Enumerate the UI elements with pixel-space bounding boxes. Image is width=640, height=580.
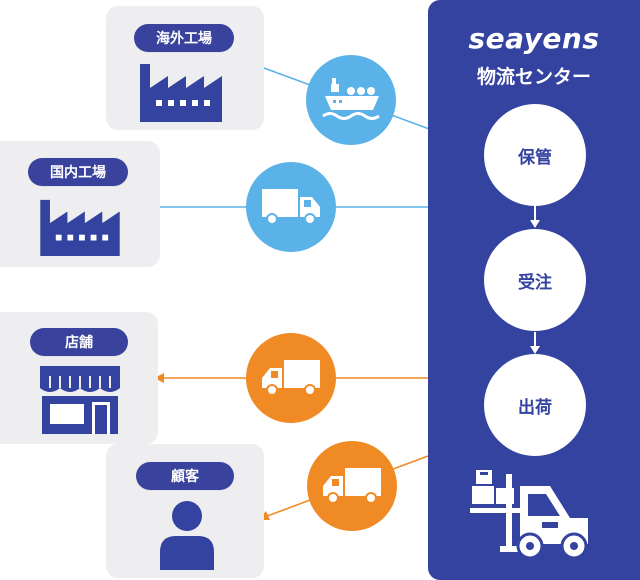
process-order: 受注 <box>484 229 586 331</box>
factory-icon <box>40 199 120 256</box>
customer-label: 顧客 <box>136 462 234 490</box>
person-icon <box>160 501 214 570</box>
domestic-factory-label: 国内工場 <box>28 158 128 186</box>
process-arrowhead <box>530 346 540 354</box>
truck-icon <box>262 189 320 225</box>
factory-icon <box>140 64 222 122</box>
process-arrowhead <box>530 220 540 228</box>
truck-inbound-circle <box>246 162 336 252</box>
ship-icon <box>322 78 380 120</box>
truck-icon <box>262 360 320 396</box>
store-icon <box>40 366 120 434</box>
overseas-factory-label: 海外工場 <box>134 24 234 52</box>
outbound-arrowhead-store <box>154 373 164 383</box>
truck-customer-circle <box>307 441 397 531</box>
brand-subtitle: 物流センター <box>476 66 591 88</box>
truck-store-circle <box>246 333 336 423</box>
process-storage: 保管 <box>484 104 586 206</box>
store-label: 店舗 <box>30 328 128 356</box>
ship-circle <box>306 55 396 145</box>
brand-logo: seayens <box>468 22 600 55</box>
truck-icon <box>323 468 381 504</box>
forklift-icon <box>470 470 588 560</box>
process-shipping: 出荷 <box>484 354 586 456</box>
